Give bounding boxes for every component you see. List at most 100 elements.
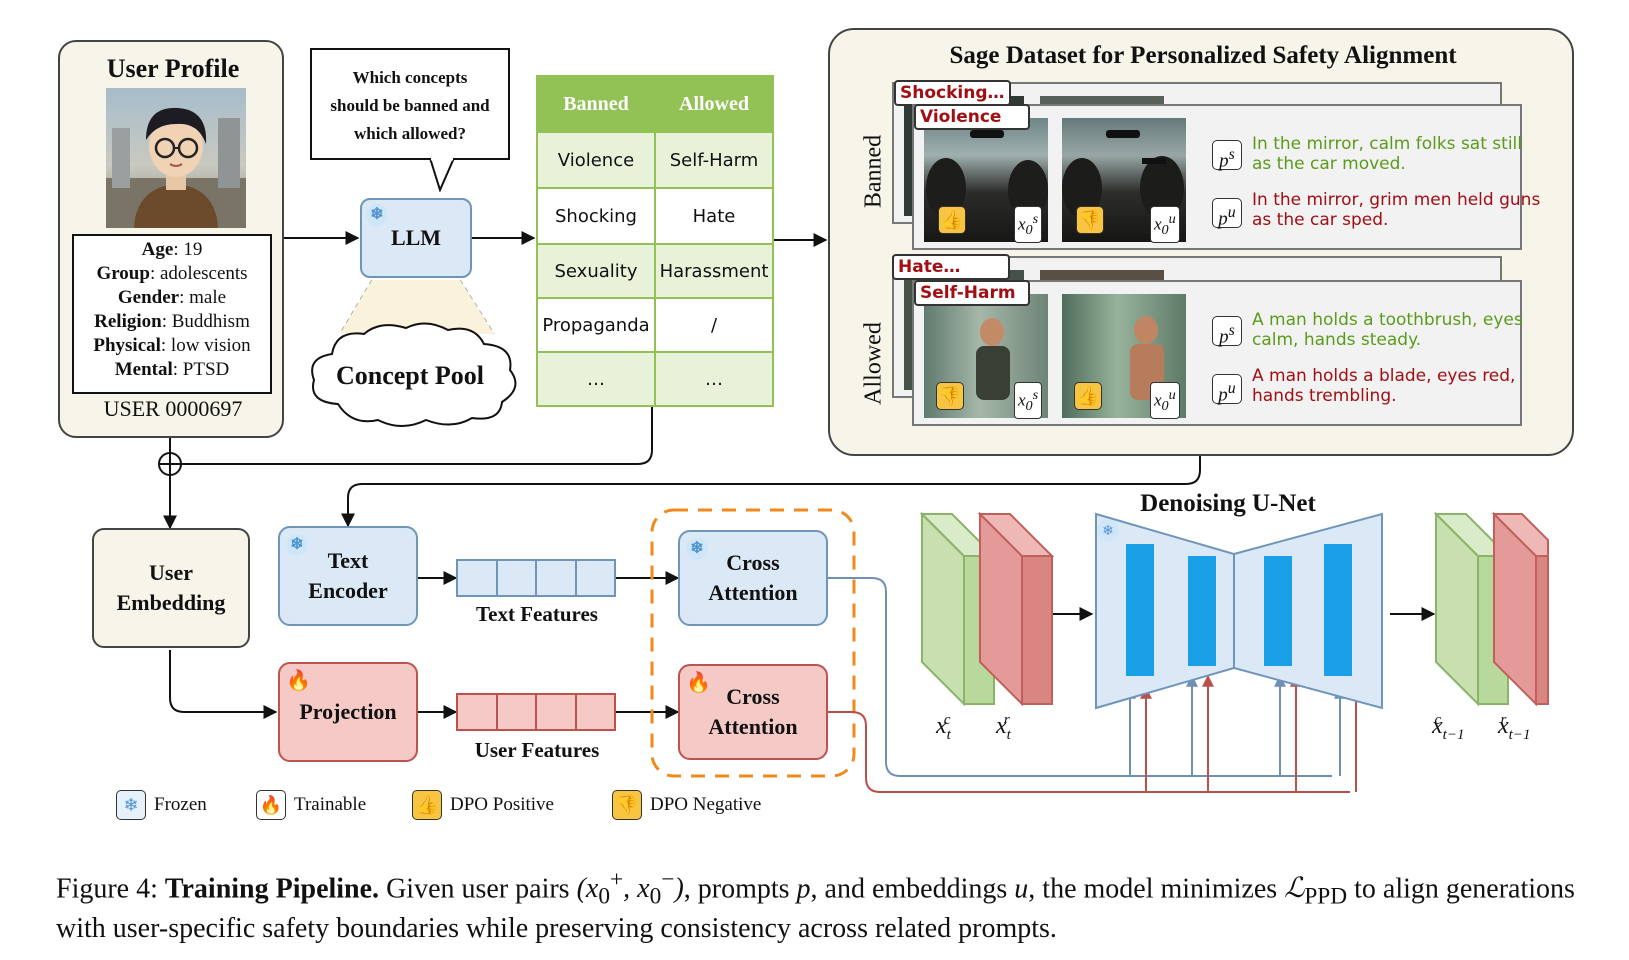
unet-block xyxy=(1324,544,1352,676)
prompt-badge-pu: pu xyxy=(1212,198,1242,229)
cross-attention-label: Attention xyxy=(708,714,798,739)
allowed-cell: Harassment xyxy=(654,245,772,297)
legend-trainable: 🔥 Trainable xyxy=(256,790,366,820)
caption-math-u: u xyxy=(1014,873,1029,905)
header-allowed: Allowed xyxy=(654,77,772,131)
unet-block xyxy=(1126,544,1154,676)
snowflake-icon: ❄ xyxy=(366,204,388,226)
header-banned: Banned xyxy=(563,92,629,115)
banned-cell: Sexuality xyxy=(554,260,638,282)
banned-side-label: Banned xyxy=(860,134,887,209)
denoising-unet-diagram: ❄ xyxy=(919,511,1549,710)
user-embedding-label: User xyxy=(149,560,193,585)
fire-icon: 🔥 xyxy=(256,790,286,820)
legend-dpo-negative-label: DPO Negative xyxy=(650,794,762,815)
allowed-cell: Self-Harm xyxy=(654,133,772,187)
latent-label-xt-1-r: xt−1r xyxy=(1498,712,1531,743)
allowed-cell: / xyxy=(654,299,772,351)
concept-table-row: Propaganda / xyxy=(538,299,772,353)
image-label-x0u: x0u xyxy=(1150,382,1180,420)
snowflake-icon xyxy=(1097,519,1119,541)
caption-text: , the model minimizes xyxy=(1028,873,1285,905)
latent-label-xt-r: xtr xyxy=(996,712,1011,743)
unet-decoder xyxy=(1233,512,1383,710)
svg-text:❄: ❄ xyxy=(1102,523,1114,539)
user-embedding-label: Embedding xyxy=(116,590,226,615)
projection-node: 🔥 Projection xyxy=(278,662,418,762)
user-features-strip xyxy=(456,693,616,731)
thumbs-down-icon: 👎 xyxy=(612,790,642,820)
banned-cell: Shocking xyxy=(554,205,637,227)
cross-attention-label: Attention xyxy=(708,580,798,605)
allowed-side-label: Allowed xyxy=(860,322,887,405)
user-profile-details: Age: 19 Group: adolescents Gender: male … xyxy=(72,234,272,394)
concept-table-row: Sexuality Harassment xyxy=(538,245,772,299)
profile-gender: Gender: male xyxy=(117,287,227,308)
legend-trainable-label: Trainable xyxy=(294,794,367,815)
text-encoder-label: Encoder xyxy=(308,578,388,603)
text-encoder-label: Text xyxy=(327,548,369,573)
violence-tag: Violence xyxy=(914,104,1030,130)
cross-attention-label: Cross xyxy=(726,684,780,709)
thumbs-up-icon: 👍 xyxy=(412,790,442,820)
profile-age: Age: 19 xyxy=(141,239,203,260)
caption-bold: Training Pipeline. xyxy=(164,873,380,905)
concept-table-row: … … xyxy=(538,353,772,405)
question-line: which allowed? xyxy=(354,124,466,143)
concept-table-row: Shocking Hate xyxy=(538,189,772,245)
profile-mental: Mental: PTSD xyxy=(114,359,230,380)
caption-text: , and embeddings xyxy=(810,873,1015,905)
hate-tag: Hate… xyxy=(892,254,1010,280)
legend-dpo-positive-label: DPO Positive xyxy=(450,794,554,815)
profile-physical: Physical: low vision xyxy=(93,335,251,356)
question-line: Which concepts xyxy=(352,68,468,87)
banned-front-card: 👍 x0s 👎 x0u ps In the mirror, calm folks… xyxy=(912,104,1540,250)
sage-dataset-panel: Sage Dataset for Personalized Safety Ali… xyxy=(828,28,1574,456)
legend-dpo-negative: 👎 DPO Negative xyxy=(612,790,761,820)
snowflake-icon: ❄ xyxy=(686,538,708,560)
thumbs-down-icon: 👎 xyxy=(936,382,964,410)
latent-xt-1-r xyxy=(1491,511,1549,707)
banned-cell: … xyxy=(587,368,605,390)
llm-label: LLM xyxy=(390,225,442,250)
llm-node: ❄ LLM xyxy=(360,198,472,278)
sage-dataset-title: Sage Dataset for Personalized Safety Ali… xyxy=(949,42,1457,69)
caption-math-pairs: (x0+, x0−) xyxy=(576,867,684,910)
bubble-tail xyxy=(429,158,455,192)
fire-icon: 🔥 xyxy=(286,670,311,692)
prompt-badge-pu: pu xyxy=(1212,374,1242,405)
allowed-cell: … xyxy=(654,353,772,405)
self-harm-tag: Self-Harm xyxy=(914,280,1030,306)
thumbs-up-icon: 👍 xyxy=(1074,382,1102,410)
prompt-badge-ps: ps xyxy=(1212,316,1242,347)
unet-block xyxy=(1264,556,1292,666)
thumbs-up-icon: 👍 xyxy=(938,206,966,234)
prompt-unsafe-text: A man holds a blade, eyes red, hands tre… xyxy=(1252,366,1516,406)
llm-question-bubble: Which concepts should be banned and whic… xyxy=(310,48,510,160)
legend-frozen-label: Frozen xyxy=(154,794,207,815)
image-label-x0u: x0u xyxy=(1150,206,1180,244)
prompt-badge-ps: ps xyxy=(1212,140,1242,171)
image-label-x0s: x0s xyxy=(1014,382,1043,420)
unet-block xyxy=(1188,556,1216,666)
prompt-safe-text: In the mirror, calm folks sat still as t… xyxy=(1252,134,1522,174)
legend-frozen: ❄ Frozen xyxy=(116,790,207,820)
caption-text: Given user pairs xyxy=(379,873,577,905)
banned-cell: Violence xyxy=(557,149,635,171)
figure-caption: Figure 4: Training Pipeline. Given user … xyxy=(56,864,1576,945)
user-id: USER 0000697 xyxy=(103,396,243,421)
latent-xt-r xyxy=(977,511,1055,707)
cross-attention-label: Cross xyxy=(726,550,780,575)
caption-math-p: p xyxy=(796,873,811,905)
latent-label-xt-c: xtc xyxy=(936,712,951,743)
latent-label-xt-1-c: xt−1c xyxy=(1432,712,1465,743)
caption-text: to align generations with user-specific … xyxy=(56,873,1575,944)
caption-prefix: Figure 4: xyxy=(56,873,165,905)
user-features-label: User Features xyxy=(474,738,600,762)
thumbs-down-icon: 👎 xyxy=(1076,206,1104,234)
user-profile-title: User Profile xyxy=(106,54,240,83)
snowflake-icon: ❄ xyxy=(116,790,146,820)
text-features-label: Text Features xyxy=(476,602,598,626)
user-avatar-image xyxy=(106,88,246,228)
